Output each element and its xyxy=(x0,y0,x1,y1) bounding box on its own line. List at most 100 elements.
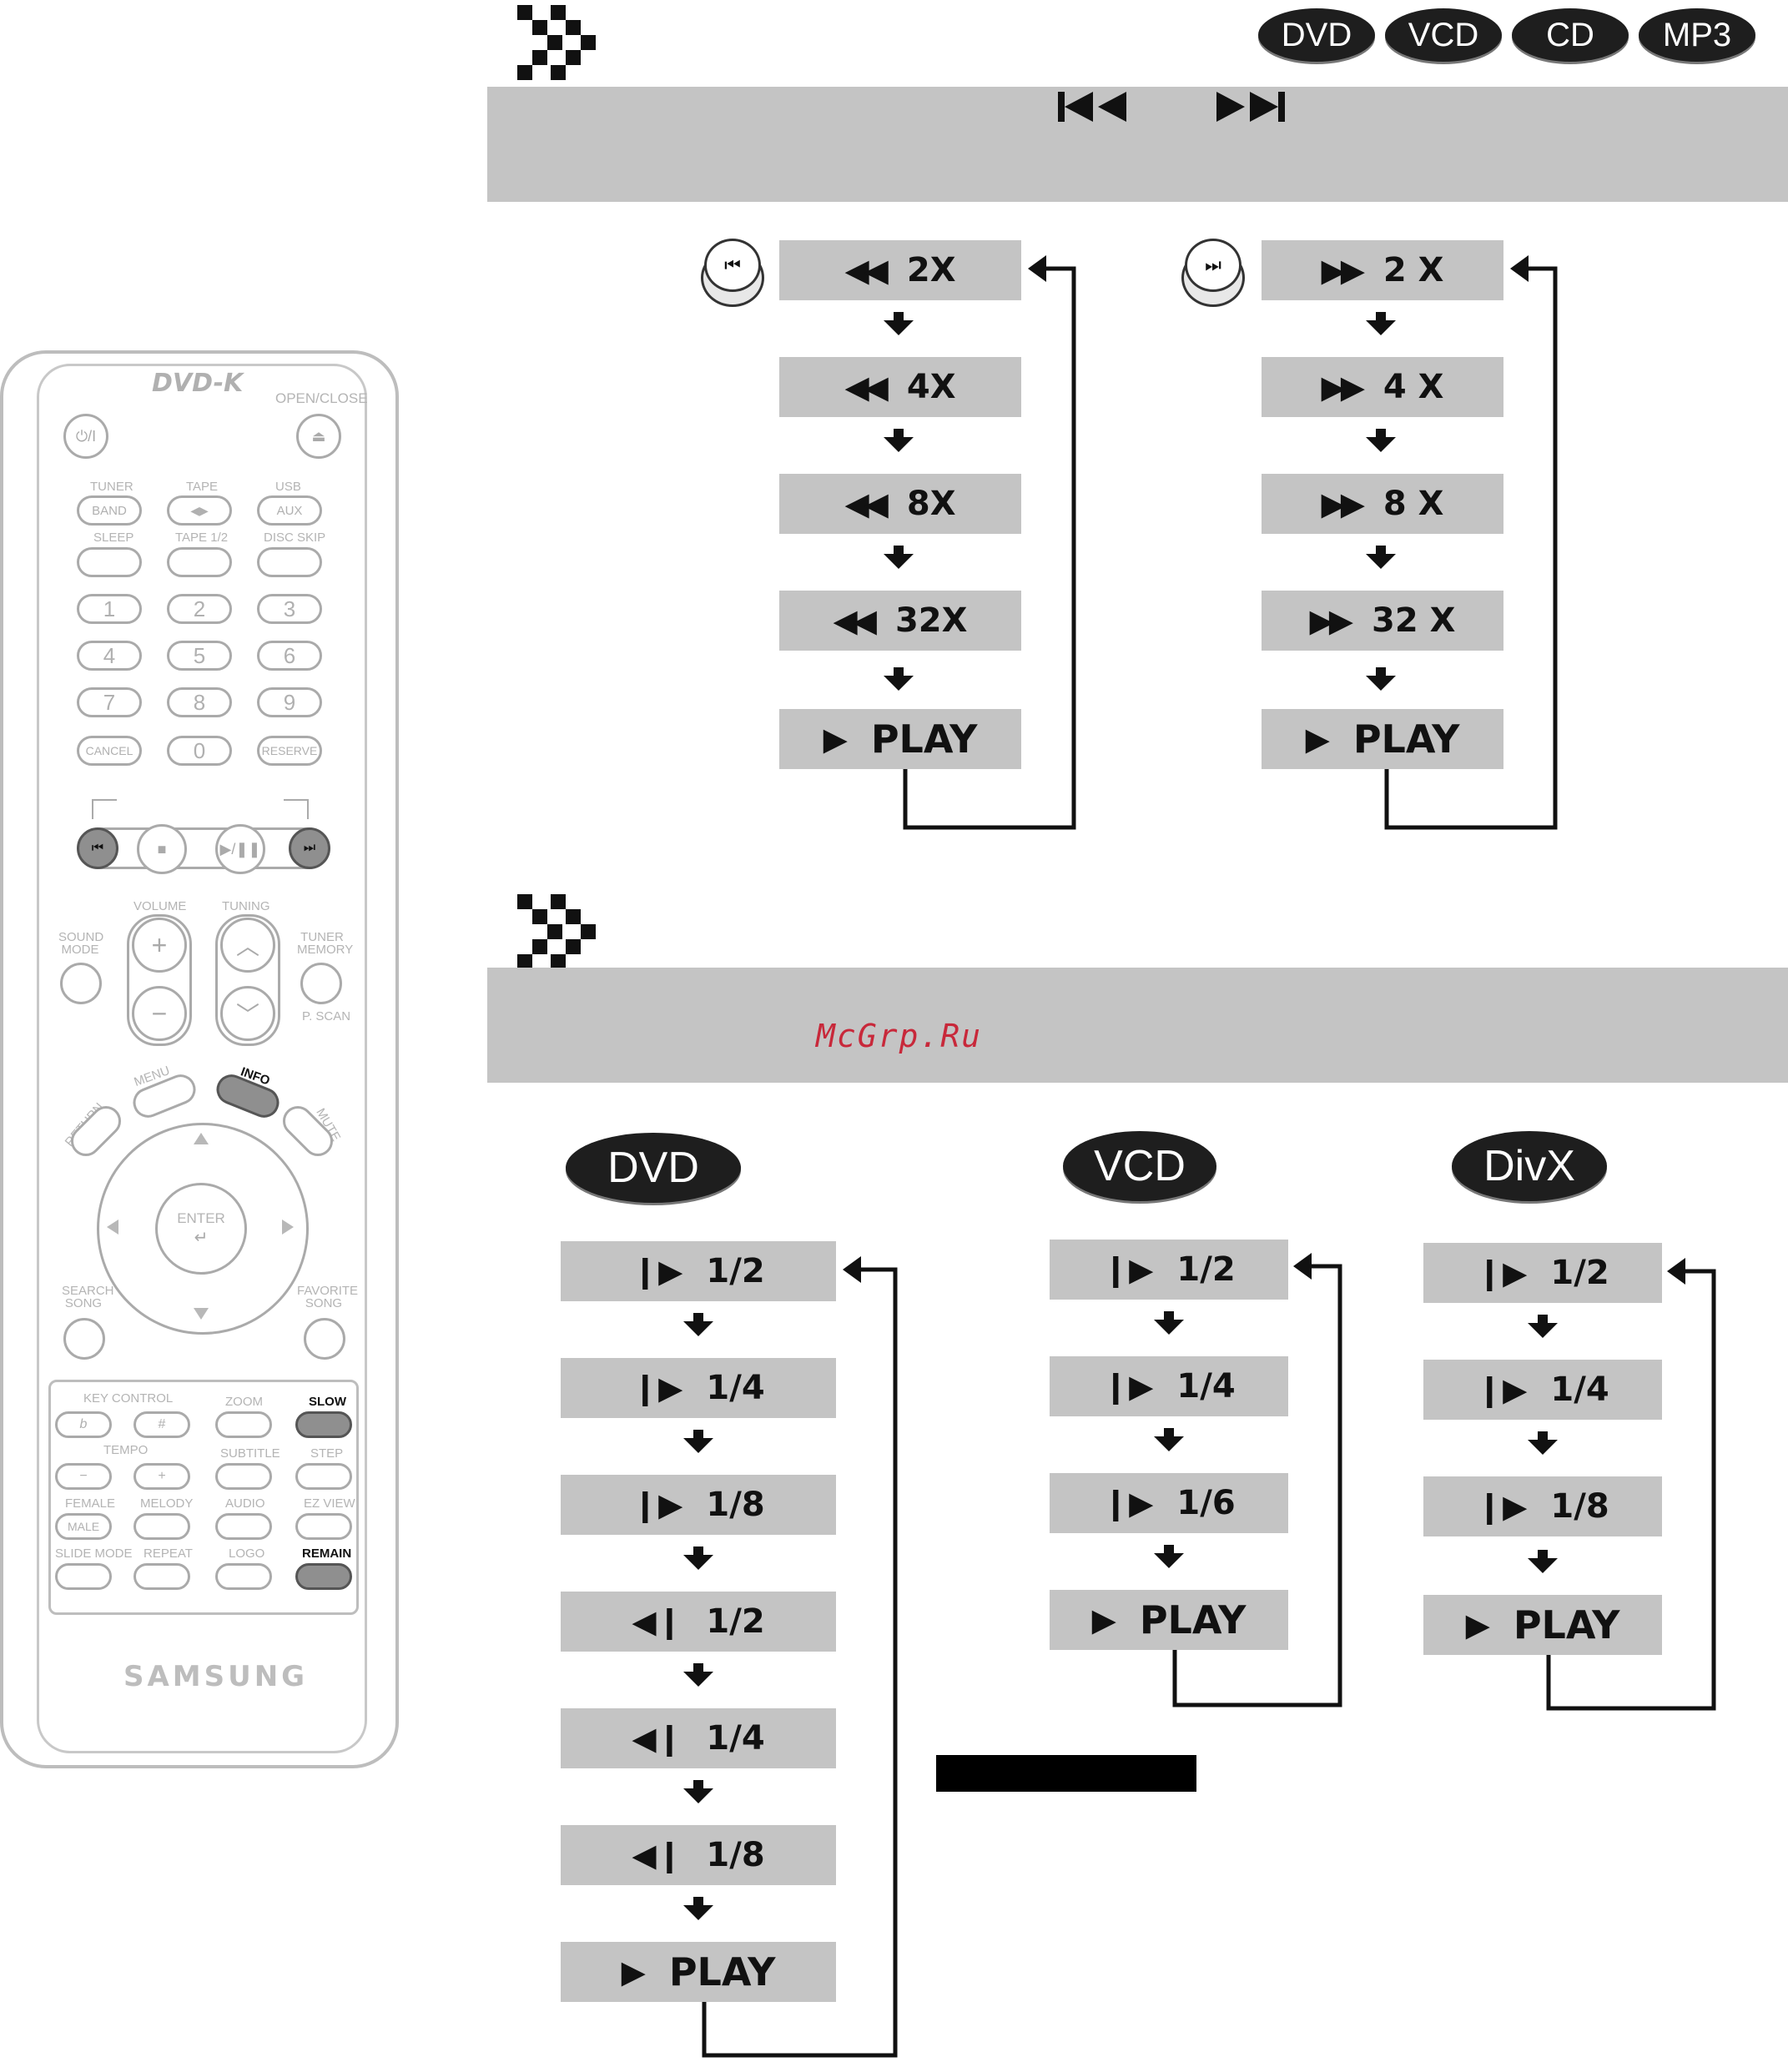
volume-down-button[interactable]: − xyxy=(132,986,187,1041)
watermark: McGrp.Ru xyxy=(816,1018,983,1054)
number-5-button[interactable]: 5 xyxy=(167,641,232,671)
vcd-slow-step-1: ❙▶1/2 xyxy=(1050,1240,1288,1300)
play-pause-icon: ▶/❚❚ xyxy=(219,840,261,857)
sharp-button[interactable]: # xyxy=(133,1411,190,1438)
rewind-icon: ◀◀ xyxy=(844,369,889,405)
dvd-slow-step-5: ◀❙1/4 xyxy=(561,1708,836,1768)
number-7-button[interactable]: 7 xyxy=(77,687,142,717)
play-icon: ▶ xyxy=(1465,1607,1490,1643)
number-2-button[interactable]: 2 xyxy=(167,594,232,624)
number-4-button[interactable]: 4 xyxy=(77,641,142,671)
nav-left-icon[interactable] xyxy=(107,1220,118,1235)
dvd-slow-step-3: ❙▶1/8 xyxy=(561,1475,836,1535)
slow-forward-icon: ❙▶ xyxy=(632,1370,683,1406)
ez-view-label: EZ VIEW xyxy=(304,1496,355,1511)
zoom-label: ZOOM xyxy=(225,1395,263,1409)
remain-button[interactable] xyxy=(295,1563,352,1590)
tempo-up-button[interactable]: + xyxy=(133,1463,190,1490)
tuner-memory-button[interactable] xyxy=(300,963,342,1004)
sound-mode-button[interactable] xyxy=(60,963,102,1004)
play-pause-button[interactable]: ▶/❚❚ xyxy=(215,824,265,874)
nav-down-icon[interactable] xyxy=(194,1308,209,1320)
step-button[interactable] xyxy=(295,1463,352,1490)
forward-step-4x: ▶▶4 X xyxy=(1262,357,1503,417)
search-song-button[interactable] xyxy=(63,1318,105,1360)
band-button[interactable]: BAND xyxy=(77,495,142,526)
eject-icon: ⏏ xyxy=(311,427,326,445)
dvd-slow-step-2: ❙▶1/4 xyxy=(561,1358,836,1418)
repeat-button[interactable] xyxy=(133,1563,190,1590)
number-0-button[interactable]: 0 xyxy=(167,736,232,766)
power-button[interactable]: ⏻/I xyxy=(63,414,108,459)
volume-rocker[interactable] xyxy=(127,914,192,1046)
rewind-icon: ◀◀ xyxy=(844,252,889,289)
slow-forward-icon: ❙▶ xyxy=(1102,1368,1154,1405)
audio-label: AUDIO xyxy=(225,1496,265,1511)
skip-back-icon xyxy=(1058,92,1126,122)
forward-step-8x: ▶▶8 X xyxy=(1262,474,1503,534)
chevron-down-icon: ﹀ xyxy=(235,1002,259,1028)
audio-button[interactable] xyxy=(215,1513,272,1540)
rewind-step-play: ▶PLAY xyxy=(779,709,1021,769)
skip-forward-button[interactable]: ⏭ xyxy=(289,827,330,869)
tuning-up-button[interactable]: ︿ xyxy=(220,918,275,973)
number-8-button[interactable]: 8 xyxy=(167,687,232,717)
tuning-down-button[interactable]: ﹀ xyxy=(220,986,275,1041)
reserve-button[interactable]: RESERVE xyxy=(257,736,322,766)
sound-mode-label: SOUND MODE xyxy=(58,930,104,957)
favorite-song-button[interactable] xyxy=(304,1318,345,1360)
cancel-button[interactable]: CANCEL xyxy=(77,736,142,766)
number-9-button[interactable]: 9 xyxy=(257,687,322,717)
vcd-slow-step-2: ❙▶1/4 xyxy=(1050,1356,1288,1416)
stop-button[interactable]: ■ xyxy=(137,824,187,874)
tempo-down-button[interactable]: − xyxy=(55,1463,112,1490)
number-3-button[interactable]: 3 xyxy=(257,594,322,624)
function-panel xyxy=(48,1380,359,1615)
rewind-icon: ◀◀ xyxy=(833,602,878,639)
nav-right-icon[interactable] xyxy=(282,1220,294,1235)
section-marker-icon xyxy=(517,894,596,969)
flat-button[interactable]: b xyxy=(55,1411,112,1438)
divx-slow-play: ▶PLAY xyxy=(1423,1595,1662,1655)
slow-button[interactable] xyxy=(295,1411,352,1438)
slide-mode-button[interactable] xyxy=(55,1563,112,1590)
male-button[interactable]: MALE xyxy=(55,1513,112,1540)
cd-badge: CD xyxy=(1512,8,1629,62)
zoom-button[interactable] xyxy=(215,1411,272,1438)
transport-bracket-right xyxy=(284,799,309,819)
aux-button[interactable]: AUX xyxy=(257,495,322,526)
tuning-rocker[interactable] xyxy=(215,914,280,1046)
play-icon: ▶ xyxy=(1091,1602,1116,1638)
number-6-button[interactable]: 6 xyxy=(257,641,322,671)
redaction-bar xyxy=(936,1755,1196,1792)
divx-slow-step-2: ❙▶1/4 xyxy=(1423,1360,1662,1420)
logo-button[interactable] xyxy=(215,1563,272,1590)
eject-button[interactable]: ⏏ xyxy=(296,414,341,459)
mp3-badge: MP3 xyxy=(1639,8,1755,62)
nav-up-icon[interactable] xyxy=(194,1133,209,1144)
enter-button[interactable]: ENTER ↵ xyxy=(155,1183,247,1275)
open-close-label: OPEN/CLOSE xyxy=(275,390,368,406)
repeat-label: REPEAT xyxy=(144,1546,193,1561)
volume-label: VOLUME xyxy=(133,899,187,913)
number-1-button[interactable]: 1 xyxy=(77,594,142,624)
melody-button[interactable] xyxy=(133,1513,190,1540)
slow-forward-icon: ❙▶ xyxy=(1102,1485,1154,1521)
volume-up-button[interactable]: + xyxy=(132,918,187,973)
remote-logo: DVD-K xyxy=(152,369,244,398)
tape12-label: TAPE 1/2 xyxy=(175,531,229,545)
search-flow-connectors xyxy=(884,255,1558,830)
melody-label: MELODY xyxy=(140,1496,194,1511)
divx-slow-step-3: ❙▶1/8 xyxy=(1423,1476,1662,1536)
tape-play-button[interactable]: ◀▶ xyxy=(167,495,232,526)
subtitle-button[interactable] xyxy=(215,1463,272,1490)
samsung-logo: SAMSUNG xyxy=(123,1660,309,1693)
disc-skip-button[interactable] xyxy=(257,547,322,577)
tape12-button[interactable] xyxy=(167,547,232,577)
transport-bracket-left xyxy=(92,799,117,819)
rewind-key-icon: ⏮ xyxy=(701,239,764,307)
enter-label: ENTER xyxy=(177,1210,225,1226)
ez-view-button[interactable] xyxy=(295,1513,352,1540)
skip-back-button[interactable]: ⏮ xyxy=(77,827,118,869)
sleep-button[interactable] xyxy=(77,547,142,577)
